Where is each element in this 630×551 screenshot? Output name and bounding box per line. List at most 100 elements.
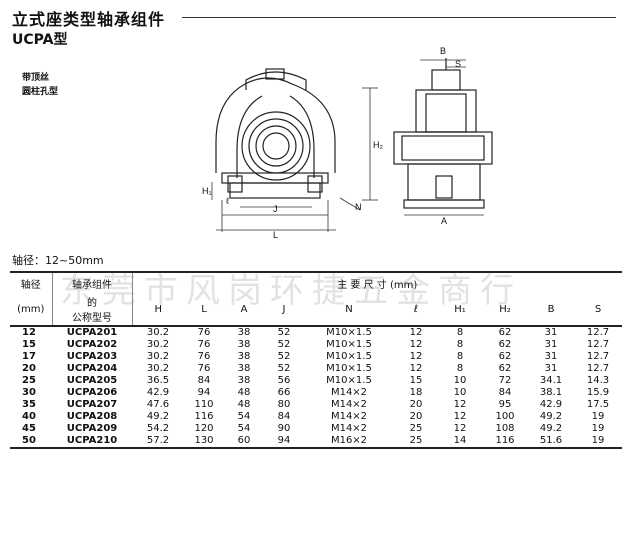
cell-dim: 76 [197, 327, 211, 338]
cell-shaft: 45 [22, 423, 36, 434]
cell-dim: 95 [498, 399, 512, 410]
cell-dim: 54.2 [146, 423, 170, 434]
cell-dim: 30.2 [146, 327, 170, 338]
cell-shaft: 12 [22, 327, 36, 338]
cell-dim: 38 [237, 339, 251, 350]
cell-dim: 38.1 [539, 387, 563, 398]
cell-dim: 38 [237, 327, 251, 338]
cell-dim: 12 [453, 399, 467, 410]
cell-dim: 14 [438, 435, 482, 449]
cell-dim: 116 [482, 435, 528, 449]
cell-dim: M10×1.5 [326, 363, 372, 374]
col-h2: H₂ [482, 293, 528, 327]
cell-dim: 94 [197, 387, 211, 398]
cell-dim: 12 [453, 411, 467, 422]
cell-dim: 48 [237, 387, 251, 398]
col-l-small: ℓ [394, 293, 438, 327]
title-rule [182, 17, 616, 18]
cell-dim: 42.9 [539, 399, 563, 410]
cell-dim: M14×2 [330, 387, 368, 398]
cell-dim: 54 [237, 411, 251, 422]
cell-model: UCPA209 [66, 423, 118, 434]
cell-dim: 12.7 [586, 327, 610, 338]
cell-dim: 8 [456, 363, 464, 374]
cell-dim: 80 [277, 399, 291, 410]
cell-dim: 15 [409, 375, 423, 386]
cell-dim: 62 [498, 339, 512, 350]
cell-dim: 38 [237, 375, 251, 386]
cell-dim: 12.7 [586, 363, 610, 374]
model-title: UCPA型 [12, 32, 68, 48]
cell-dim: 52 [277, 363, 291, 374]
cell-dim: 12.7 [586, 351, 610, 362]
cell-shaft: 30 [22, 387, 36, 398]
cell-dim: 76 [197, 363, 211, 374]
cell-dim: 90 [277, 423, 291, 434]
cell-dim: M10×1.5 [326, 339, 372, 350]
cell-dim: 12 [409, 327, 423, 338]
dim-label-l-small: ℓ [226, 196, 230, 206]
cell-dim: 56 [277, 375, 291, 386]
cell-dim: 30.2 [146, 351, 170, 362]
cell-dim: 84 [197, 375, 211, 386]
cell-shaft: 50 [10, 435, 52, 449]
cell-model: UCPA201 [66, 327, 118, 338]
cell-model: UCPA203 [66, 351, 118, 362]
dim-label-b: B [440, 46, 446, 56]
cell-dim: 31 [544, 327, 558, 338]
col-model-line-nominal: 公称型号 [72, 313, 112, 324]
cell-model: UCPA210 [52, 435, 132, 449]
dim-label-l: L [273, 230, 278, 240]
cell-dim: 72 [498, 375, 512, 386]
col-j: J [264, 293, 304, 327]
cell-dim: 14.3 [586, 375, 610, 386]
cell-dim: M14×2 [330, 411, 368, 422]
cell-model: UCPA202 [66, 339, 118, 350]
cell-dim: 12 [409, 363, 423, 374]
cell-dim: 10 [453, 387, 467, 398]
dim-label-h2: H₂ [373, 140, 383, 150]
cell-dim: 31 [544, 363, 558, 374]
dim-label-j: J [273, 204, 278, 214]
cell-dim: 25 [394, 435, 438, 449]
cell-dim: 19 [591, 411, 605, 422]
col-shaft-unit: (mm) [10, 293, 52, 327]
col-a: A [224, 293, 264, 327]
cell-dim: 108 [495, 423, 515, 434]
spec-table: 轴径 轴承组件 主 要 尺 寸 (mm) (mm) 的 公称型号 H L A J… [10, 271, 622, 449]
bearing-drawing: H₂ H₁ ℓ J L N A B S [202, 46, 493, 240]
col-model-header-2: 的 公称型号 [51, 293, 132, 327]
cell-dim: 47.6 [146, 399, 170, 410]
cell-dim: M10×1.5 [326, 351, 372, 362]
cell-model: UCPA208 [66, 411, 118, 422]
cell-dim: 38 [237, 363, 251, 374]
cell-dim: 19 [591, 423, 605, 434]
cell-dim: 12 [409, 351, 423, 362]
cell-dim: 34.1 [539, 375, 563, 386]
cell-dim: 8 [456, 339, 464, 350]
cell-model: UCPA207 [66, 399, 118, 410]
cell-dim: 110 [194, 399, 214, 410]
cell-dim: 18 [409, 387, 423, 398]
shaft-range-label: 轴径：12~50mm [12, 254, 104, 267]
cell-dim: 19 [574, 435, 622, 449]
cell-model: UCPA206 [66, 387, 118, 398]
cell-dim: M16×2 [304, 435, 394, 449]
outer-ring [241, 111, 311, 181]
cell-dim: M10×1.5 [326, 375, 372, 386]
cell-dim: 30.2 [146, 339, 170, 350]
cell-dim: 12 [409, 339, 423, 350]
cell-dim: 94 [264, 435, 304, 449]
col-shaft-header: 轴径 [10, 271, 52, 293]
cell-dim: 36.5 [146, 375, 170, 386]
cell-dim: 31 [544, 339, 558, 350]
cell-shaft: 20 [22, 363, 36, 374]
col-s: S [574, 293, 622, 327]
cell-model: UCPA205 [66, 375, 118, 386]
